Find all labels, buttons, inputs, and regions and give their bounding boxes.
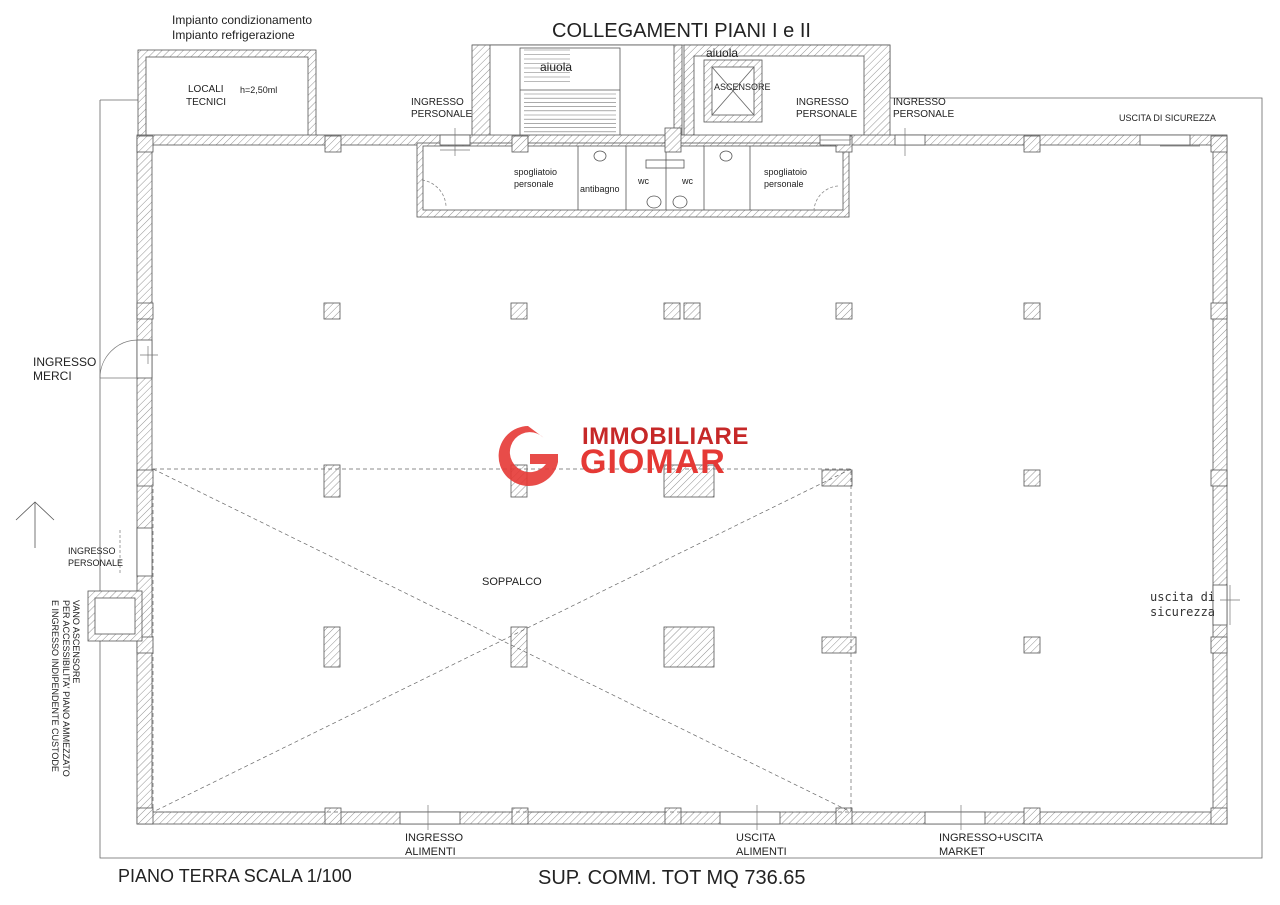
- label-ingresso-personale-3a: INGRESSO: [893, 97, 946, 108]
- label-uscita-sicurezza-right-1: uscita di: [1150, 590, 1216, 604]
- label-antibagno: antibagno: [580, 184, 620, 194]
- label-locali: LOCALI: [188, 84, 224, 95]
- elevator-block: [683, 44, 891, 137]
- label-wc-2: wc: [682, 176, 693, 186]
- label-spogliatoio-left: spogliatoio: [514, 167, 558, 177]
- label-uscita-alimenti-2: ALIMENTI: [736, 846, 787, 858]
- stair-treads: [524, 49, 616, 133]
- giomar-logo: IMMOBILIARE GIOMAR: [488, 420, 798, 484]
- services-block: [416, 142, 850, 218]
- label-ingresso-merci-1: INGRESSO: [33, 355, 97, 369]
- label-tecnici: TECNICI: [186, 97, 226, 108]
- label-personale-left: personale: [514, 179, 554, 189]
- logo-line-1: IMMOBILIARE: [582, 423, 749, 450]
- label-spogliatoio-right: spogliatoio: [764, 167, 808, 177]
- label-soppalco: SOPPALCO: [482, 576, 542, 588]
- logo-line-2: GIOMAR: [580, 443, 726, 481]
- label-impianto-refrigerazione: Impianto refrigerazione: [172, 28, 295, 42]
- label-uscita-sicurezza-right-2: sicurezza: [1150, 605, 1216, 619]
- label-ingresso-personale-2a: INGRESSO: [796, 97, 849, 108]
- label-vano-ascensore: VANO ASCENSORE PER ACCESSIBILITA' PIANO …: [50, 600, 81, 777]
- external-elevator: [87, 590, 143, 642]
- footer-scale: PIANO TERRA SCALA 1/100: [118, 866, 352, 886]
- plan-title: COLLEGAMENTI PIANI I e II: [552, 20, 811, 42]
- label-ingresso-personale-2b: PERSONALE: [796, 109, 858, 120]
- label-height: h=2,50ml: [240, 85, 278, 95]
- label-ingresso-alimenti-2: ALIMENTI: [405, 846, 456, 858]
- stair-block: [471, 44, 683, 137]
- label-ingresso-personale-4a: INGRESSO: [68, 546, 116, 556]
- label-impianto-condizionamento: Impianto condizionamento: [172, 13, 313, 27]
- footer-area: SUP. COMM. TOT MQ 736.65: [538, 867, 806, 889]
- pillars: [136, 127, 1228, 825]
- label-market-2: MARKET: [939, 846, 985, 858]
- label-aiuola-left: aiuola: [540, 60, 573, 74]
- label-ingresso-personale-3b: PERSONALE: [893, 109, 955, 120]
- logo-mark-icon: [498, 426, 558, 486]
- label-aiuola-right: aiuola: [706, 46, 739, 60]
- label-ingresso-alimenti-1: INGRESSO: [405, 832, 464, 844]
- label-ingresso-personale-1b: PERSONALE: [411, 109, 473, 120]
- label-ingresso-merci-2: MERCI: [33, 369, 72, 383]
- mezzanine-outline: [152, 468, 852, 813]
- label-market-1: INGRESSO+USCITA: [939, 832, 1044, 844]
- label-uscita-alimenti-1: USCITA: [736, 832, 776, 844]
- label-wc-1: wc: [638, 176, 649, 186]
- label-uscita-sicurezza-top: USCITA DI SICUREZZA: [1119, 113, 1216, 123]
- label-ingresso-personale-1a: INGRESSO: [411, 97, 464, 108]
- door-swings: [99, 128, 1240, 830]
- label-ascensore: ASCENSORE: [714, 82, 771, 92]
- label-ingresso-personale-4b: PERSONALE: [68, 558, 124, 568]
- tech-room: [137, 49, 317, 137]
- north-arrow-icon: [15, 501, 55, 548]
- label-personale-right: personale: [764, 179, 804, 189]
